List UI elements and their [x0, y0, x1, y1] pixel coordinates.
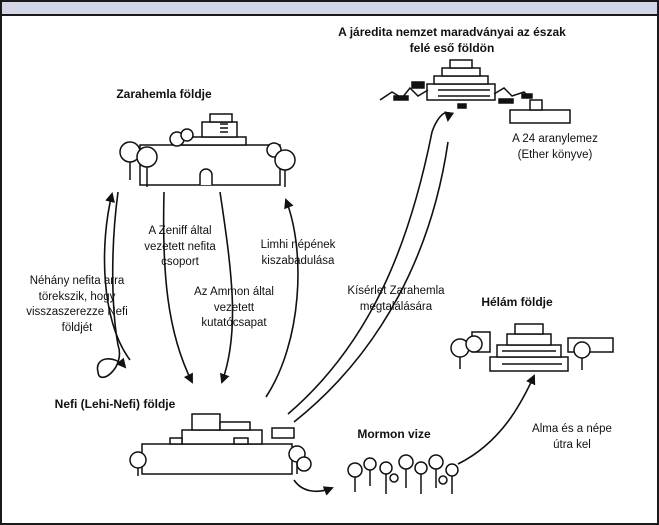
jaredite-ruins-icon [379, 59, 533, 109]
helam-city-icon [450, 323, 614, 372]
arrow-attempt [287, 111, 455, 415]
label-zeniff: A Zeniff által vezetett nefita csoport [144, 225, 216, 268]
label-some-nephites: Néhány nefita arra törekszik, hogy vissz… [26, 275, 128, 334]
arrow-mormon-to-helam [457, 374, 536, 465]
plates-icon [509, 99, 571, 124]
arrow-some-nephites [103, 192, 131, 361]
arrow-zeniff [162, 191, 193, 384]
arrow-attempt-inner [293, 141, 449, 423]
mormon-trees-icon [347, 454, 459, 494]
arrow-loop [96, 191, 127, 379]
place-jaredite: A járedita nemzet maradványai az észak f… [338, 25, 566, 55]
label-limhi: Limhi népének kiszabadulása [260, 239, 336, 267]
journey-arrows [96, 111, 536, 496]
label-attempt: Kísérlet Zarahemla megtalálására [347, 285, 445, 313]
place-helam: Hélám földje [481, 295, 553, 309]
note-plates: A 24 aranylemez (Ether könyve) [512, 133, 598, 161]
nephi-city-icon [129, 413, 312, 476]
arrow-ammon [219, 191, 234, 384]
label-ammon: Az Ammon által vezetett kutatócsapat [194, 286, 274, 329]
place-nephi: Nefi (Lehi-Nefi) földje [54, 397, 176, 411]
place-mormon: Mormon vize [357, 427, 431, 441]
arrow-alma-to-mormon [293, 479, 334, 496]
zarahemla-city-icon [119, 113, 296, 187]
arrow-limhi [265, 198, 299, 398]
place-zarahemla: Zarahemla földje [116, 87, 212, 101]
label-alma: Alma és a népe útra kel [532, 423, 612, 451]
header-band [2, 2, 657, 16]
